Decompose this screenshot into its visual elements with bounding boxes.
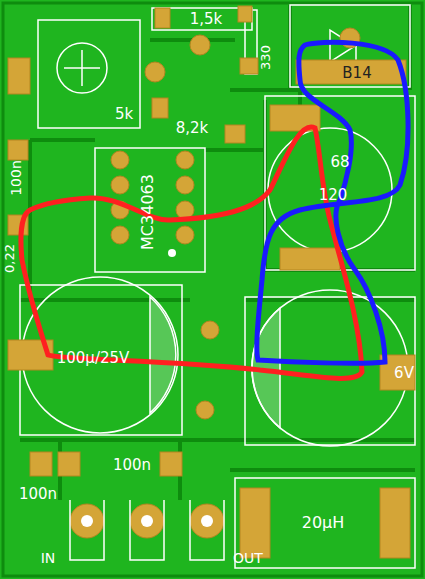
silkscreen-label: OUT — [233, 551, 263, 565]
silkscreen-label: 20µH — [302, 515, 345, 531]
silkscreen-label: 330 — [258, 45, 271, 70]
silkscreen-label: 120 — [319, 188, 348, 203]
silkscreen-label: MC34063 — [140, 174, 156, 250]
silkscreen-label: 68 — [330, 155, 349, 170]
silkscreen-label: 8,2k — [176, 121, 209, 136]
silkscreen-label: 6V — [394, 366, 414, 381]
silkscreen-label: 1,5k — [190, 12, 223, 27]
silkscreen-label: 100µ/25V — [57, 351, 130, 366]
silkscreen-label: 5k — [115, 107, 133, 122]
silkscreen-label: 100n — [19, 487, 57, 502]
silkscreen-label: 100n — [9, 160, 23, 196]
silkscreen-label: IN — [41, 551, 56, 565]
silkscreen-label: B14 — [342, 66, 371, 81]
silkscreen-label: 0,22 — [3, 244, 16, 273]
silkscreen-label: 100n — [113, 458, 151, 473]
